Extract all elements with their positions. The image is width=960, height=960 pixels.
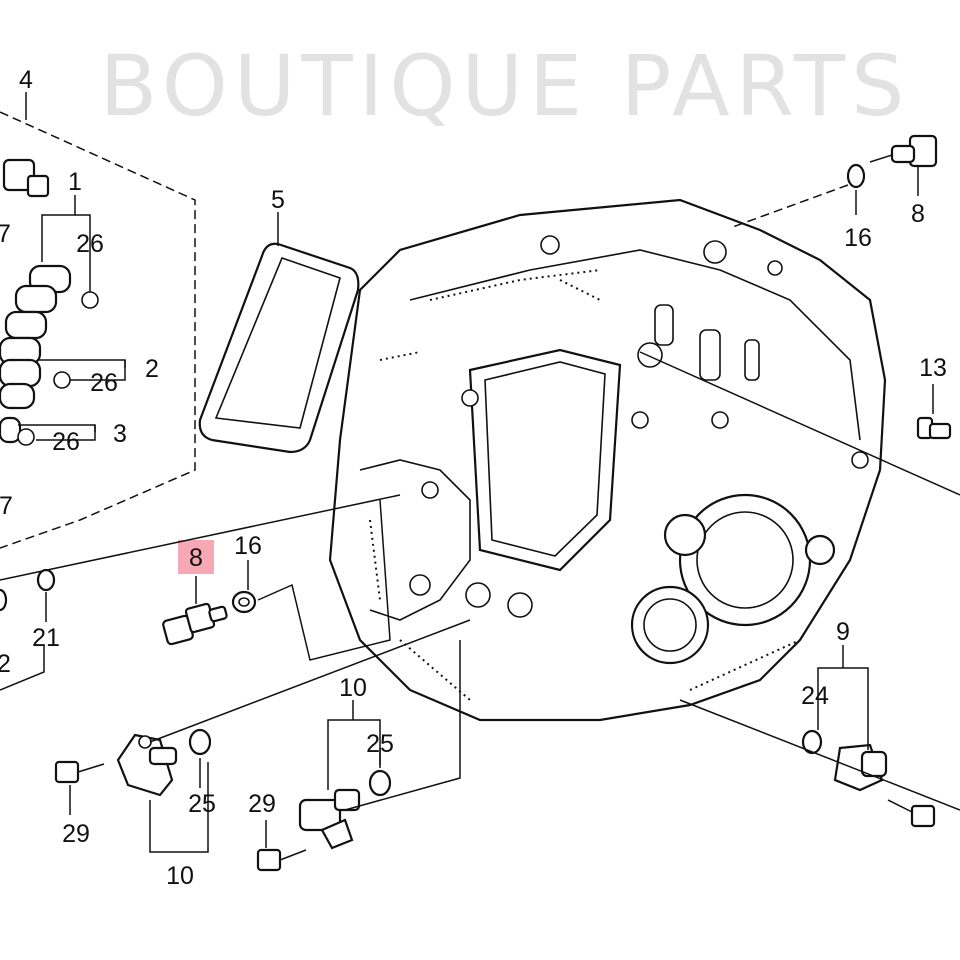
oring-25-left (188, 728, 212, 756)
callout-5: 5 (271, 186, 285, 214)
callout-2b: 2 (0, 650, 11, 678)
callout-26a: 26 (76, 230, 104, 258)
callout-16a: 16 (844, 224, 872, 252)
callout-8a: 8 (911, 200, 925, 228)
callout-7a: 7 (0, 220, 11, 248)
oring-24 (801, 729, 823, 755)
bolt-29-left (54, 760, 105, 784)
bolt-29-center (256, 848, 307, 872)
callout-1: 1 (68, 168, 82, 196)
washer-16-top (846, 163, 866, 189)
highlight-marker-8 (178, 540, 214, 574)
oring-26b (53, 371, 71, 389)
callout-3: 3 (113, 420, 127, 448)
callout-8-highlighted[interactable]: 8 (189, 544, 203, 572)
callout-labels: 4 1 7 26 2 26 3 26 7 5 16 8 13 8 16 21 2… (0, 66, 947, 890)
callout-16b: 16 (234, 532, 262, 560)
callout-9: 9 (836, 618, 850, 646)
callout-10a: 10 (339, 674, 367, 702)
transmission-case (328, 198, 887, 722)
callout-29a: 29 (62, 820, 90, 848)
part-13-bolt (916, 384, 952, 440)
part-4-plug (2, 158, 50, 198)
part-5-gasket (198, 212, 360, 454)
callout-29b: 29 (248, 790, 276, 818)
callout-10b: 10 (166, 862, 194, 890)
callout-25a: 25 (366, 730, 394, 758)
part-10-sensor-left (116, 733, 178, 797)
oring-25-center (368, 769, 392, 797)
oring-26c (17, 428, 35, 446)
highlight-box (178, 540, 214, 574)
part-8-highlighted-sensor[interactable] (162, 602, 228, 646)
callout-21: 21 (32, 624, 60, 652)
callout-25b: 25 (188, 790, 216, 818)
watermark-text: BOUTIQUE PARTS (100, 37, 911, 135)
oring-26a (81, 291, 99, 309)
callout-7b: 7 (0, 492, 13, 520)
callout-2: 2 (145, 355, 159, 383)
callout-26b: 26 (90, 369, 118, 397)
callout-4: 4 (19, 66, 33, 94)
bolt-right (887, 799, 936, 828)
callout-26c: 26 (52, 428, 80, 456)
callout-13: 13 (919, 354, 947, 382)
solenoid-stack (0, 264, 72, 444)
part-10-sensor-center (298, 788, 361, 850)
washer-21 (36, 568, 56, 592)
callout-24: 24 (801, 682, 829, 710)
part-8-top-sensor (869, 134, 938, 196)
valve-assembly-group (0, 92, 196, 549)
part-9-sensor-right (833, 743, 888, 792)
